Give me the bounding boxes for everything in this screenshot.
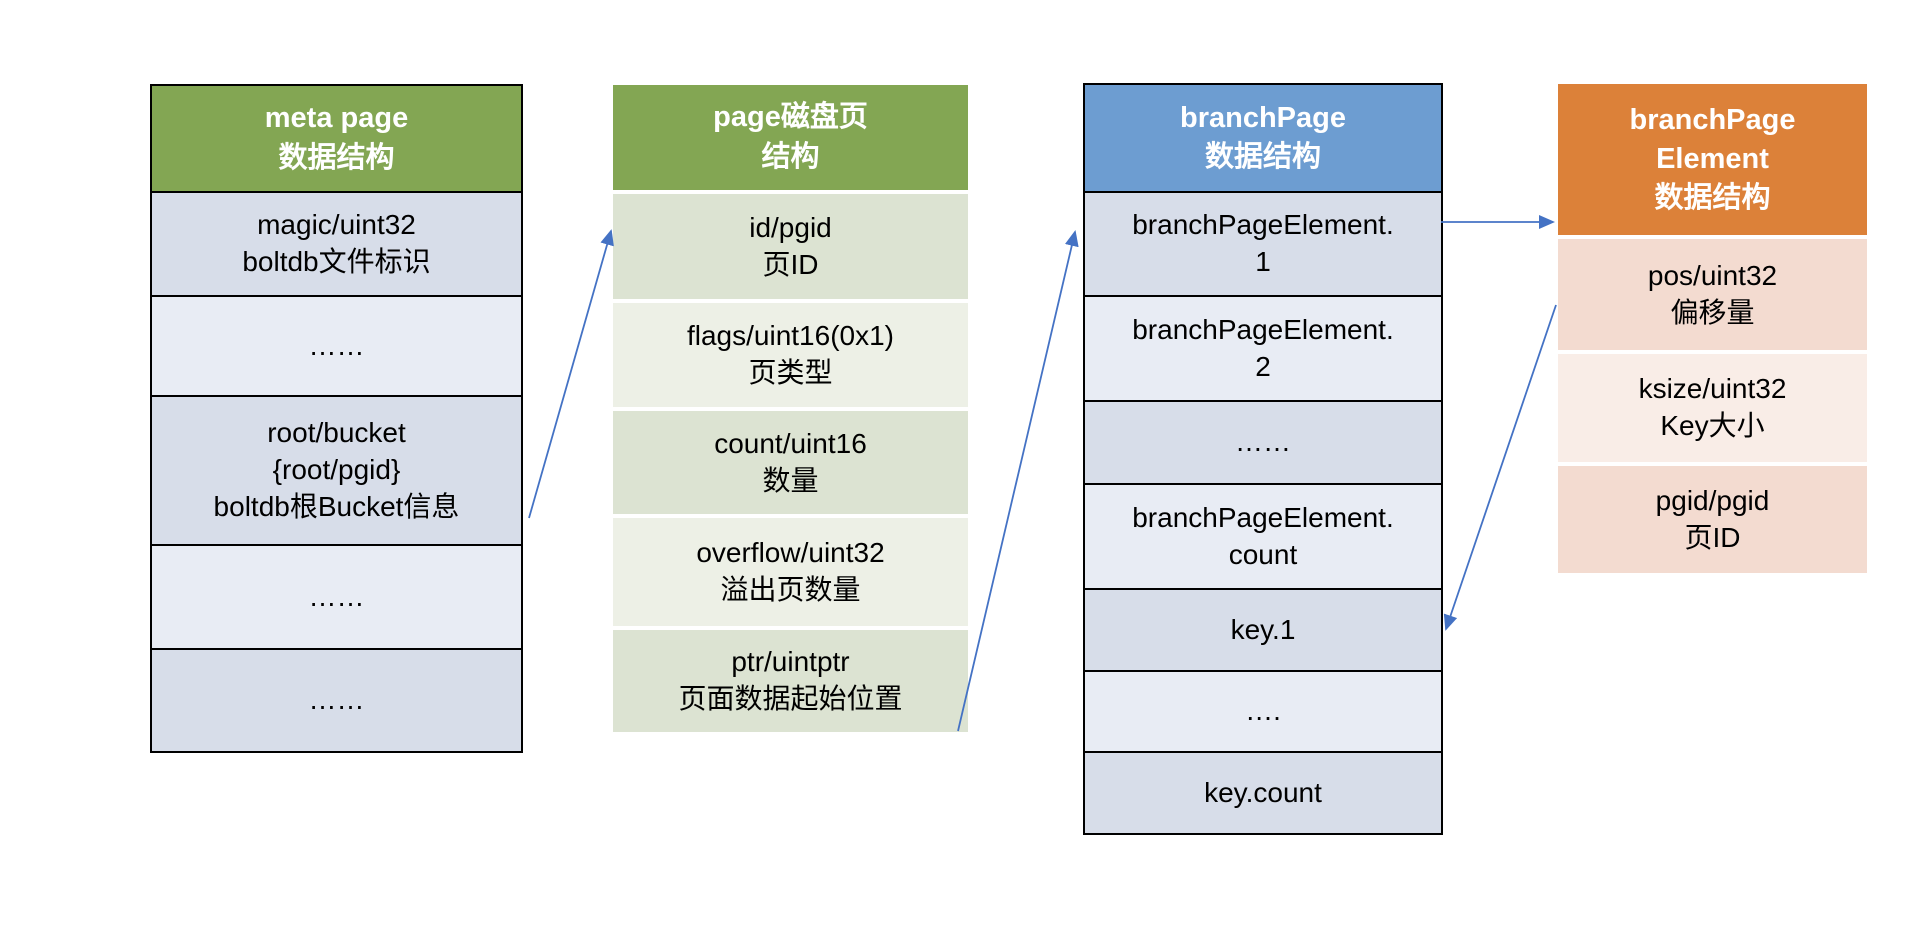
row-count: count/uint16 数量 — [613, 411, 968, 514]
page-disk-header: page磁盘页 结构 — [613, 85, 968, 190]
row-id: id/pgid 页ID — [613, 194, 968, 299]
branch-page-header: branchPage 数据结构 — [1085, 85, 1441, 191]
row-pos: pos/uint32 偏移量 — [1558, 239, 1867, 350]
page-disk-table: page磁盘页 结构 id/pgid 页ID flags/uint16(0x1)… — [613, 85, 968, 732]
row-flags: flags/uint16(0x1) 页类型 — [613, 303, 968, 407]
row-overflow: overflow/uint32 溢出页数量 — [613, 518, 968, 626]
row-ksize: ksize/uint32 Key大小 — [1558, 354, 1867, 462]
branch-page-table: branchPage 数据结构 branchPageElement. 1 bra… — [1083, 83, 1443, 835]
meta-page-header: meta page 数据结构 — [152, 86, 521, 191]
arrow-element-to-branch-key1 — [1443, 304, 1557, 631]
meta-page-table: meta page 数据结构 magic/uint32 boltdb文件标识 …… — [150, 84, 523, 753]
row-branch-element-1: branchPageElement. 1 — [1085, 191, 1441, 295]
row-magic: magic/uint32 boltdb文件标识 — [152, 191, 521, 295]
arrow-meta-root-to-page-id — [528, 229, 614, 519]
row-branch-element-count: branchPageElement. count — [1085, 483, 1441, 588]
row-root-bucket: root/bucket {root/pgid} boltdb根Bucket信息 — [152, 395, 521, 544]
row-ellipsis: …… — [152, 648, 521, 751]
row-key-1: key.1 — [1085, 588, 1441, 670]
row-branch-element-2: branchPageElement. 2 — [1085, 295, 1441, 400]
row-key-count: key.count — [1085, 751, 1441, 833]
row-ellipsis: …… — [152, 544, 521, 648]
row-pgid: pgid/pgid 页ID — [1558, 466, 1867, 573]
branch-page-element-table: branchPage Element 数据结构 pos/uint32 偏移量 k… — [1558, 84, 1867, 573]
row-ellipsis: …… — [1085, 400, 1441, 483]
branch-page-element-header: branchPage Element 数据结构 — [1558, 84, 1867, 235]
arrow-page-ptr-to-branch-elem1 — [957, 230, 1079, 732]
row-ellipsis: …… — [152, 295, 521, 395]
row-ptr: ptr/uintptr 页面数据起始位置 — [613, 630, 968, 732]
row-ellipsis: …. — [1085, 670, 1441, 751]
